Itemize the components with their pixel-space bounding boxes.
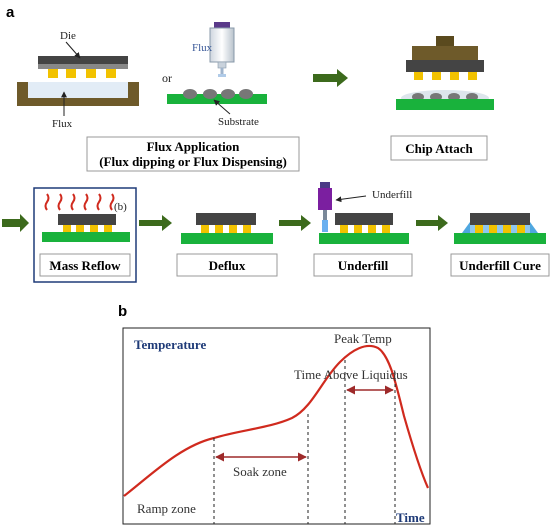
- soak-zone-label: Soak zone: [233, 464, 287, 479]
- heat-wave-icon: [83, 193, 89, 211]
- underfill-cure-illustration: [454, 213, 546, 244]
- underfill-cure-box: [450, 253, 550, 277]
- die: [58, 214, 116, 225]
- flux-application-title: Flux Application: [147, 139, 241, 154]
- die: [470, 213, 530, 225]
- peak-temp-label: Peak Temp: [334, 331, 392, 346]
- underfill-pointer: [335, 195, 367, 203]
- chip-attach-box: [390, 135, 488, 161]
- deflux-box: [176, 253, 278, 277]
- step-deflux: Deflux: [209, 258, 246, 273]
- flux-application-box: [86, 136, 300, 172]
- die-pointer: [65, 41, 81, 59]
- chip-attach-label: Chip Attach: [405, 141, 473, 156]
- heat-wave-icon: [96, 193, 102, 211]
- heat-wave-icon: [70, 193, 76, 211]
- heat-wave-icon: [44, 193, 50, 211]
- plunger-cap: [214, 22, 230, 28]
- reflow-profile-curve: [123, 344, 430, 497]
- flux-label-left: Flux: [52, 118, 73, 130]
- underfill-label: Underfill: [372, 189, 412, 201]
- mass-reflow-illustration: (b): [42, 193, 130, 242]
- substrate: [319, 233, 409, 244]
- flux-dipping-illustration: Die Flux: [17, 30, 139, 130]
- flux-pool: [28, 82, 128, 98]
- mass-reflow-box: [39, 253, 131, 277]
- die-label: Die: [60, 30, 76, 42]
- b-marker: (b): [114, 201, 127, 213]
- panel-a-letter: a: [6, 4, 15, 21]
- x-axis-label: Time: [396, 510, 425, 525]
- die: [335, 213, 393, 225]
- flow-arrow-icon: [416, 215, 448, 231]
- substrate-label: Substrate: [218, 116, 259, 128]
- substrate: [396, 99, 494, 110]
- flux-label-dispenser: Flux: [192, 42, 213, 54]
- syringe-barrel: [209, 27, 235, 63]
- y-axis-label: Temperature: [134, 337, 206, 352]
- flow-arrow-icon: [279, 215, 311, 231]
- substrate: [454, 233, 546, 244]
- step-underfill-cure: Underfill Cure: [459, 258, 541, 273]
- bump: [86, 69, 96, 78]
- bump: [48, 69, 58, 78]
- deflux-illustration: [181, 213, 273, 244]
- substrate-pointer: [213, 99, 231, 115]
- pick-head: [436, 36, 454, 46]
- underfill-illustration: Underfill: [318, 182, 412, 244]
- bump: [106, 69, 116, 78]
- underfill-box: [313, 253, 413, 277]
- substrate: [42, 232, 130, 242]
- bump: [66, 69, 76, 78]
- die: [196, 213, 256, 225]
- substrate: [167, 94, 267, 104]
- flow-arrow-icon: [139, 215, 172, 231]
- die: [406, 60, 484, 72]
- tal-label: Time Above Liquidus: [294, 367, 408, 382]
- heat-wave-icon: [57, 193, 63, 211]
- dispenser-icon: [318, 188, 332, 210]
- profile-plot-frame: [122, 327, 431, 525]
- step-underfill: Underfill: [338, 258, 389, 273]
- flux-dispensing-illustration: Flux Substrate: [167, 22, 267, 128]
- syringe-needle: [220, 68, 224, 74]
- step-mass-reflow: Mass Reflow: [49, 258, 121, 273]
- flux-application-subtitle: (Flux dipping or Flux Dispensing): [99, 154, 287, 169]
- panel-b-letter: b: [118, 303, 127, 320]
- ramp-zone-label: Ramp zone: [137, 501, 196, 516]
- chip-attach-illustration: [396, 36, 494, 110]
- heat-wave-icon: [109, 193, 115, 211]
- substrate: [181, 233, 273, 244]
- flow-arrow-icon: [313, 69, 348, 87]
- or-label: or: [162, 71, 172, 85]
- flow-arrow-icon: [2, 214, 29, 232]
